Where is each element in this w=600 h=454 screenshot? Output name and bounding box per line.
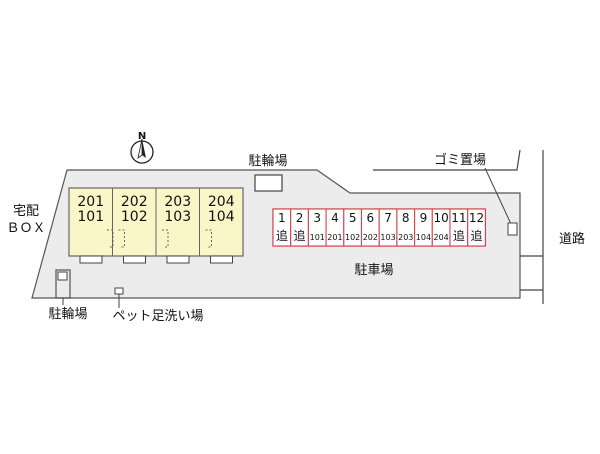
delivery-box-label-line2: ＢＯＸ (6, 221, 45, 236)
parking-space-number: 1 (278, 211, 286, 225)
unit-step (79, 255, 103, 264)
parking-space: 10 204 (431, 208, 451, 247)
parking-space: 9 104 (414, 208, 433, 247)
parking-space-assignment: 202 (363, 233, 378, 242)
unit-upper-number: 201 (77, 194, 104, 210)
delivery-box-label-line1: 宅配 (13, 204, 39, 219)
parking-space-number: 7 (384, 211, 392, 225)
road-label: 道路 (559, 231, 585, 247)
parking-space: 4 201 (325, 208, 345, 247)
boundary-line-top (373, 149, 521, 171)
parking-space: 2追 (290, 208, 309, 247)
parking-space-number: 8 (402, 211, 410, 225)
parking-space: 6 202 (360, 208, 380, 247)
pet-wash-label: ペット足洗い場 (112, 309, 203, 324)
parking-space-assignment: 追 (294, 228, 306, 243)
parking-space: 5 102 (343, 208, 363, 247)
parking-space: 8 203 (396, 208, 416, 247)
unit-lower-number: 104 (208, 209, 235, 225)
unit-step (123, 255, 146, 264)
parking-space: 12 追 (467, 208, 486, 247)
unit-entrance (107, 229, 114, 248)
unit-upper-number: 202 (121, 194, 148, 210)
unit-step (210, 255, 233, 264)
parking-space-number: 6 (367, 211, 375, 225)
parking-space-assignment: 104 (416, 233, 431, 242)
garbage-area-box (507, 222, 518, 236)
parking-label: 駐車場 (354, 263, 393, 278)
parking-space-box (467, 208, 486, 247)
parking-space-number: 3 (313, 211, 321, 225)
parking-space-number: 11 (451, 211, 466, 225)
parking-space-assignment: 102 (345, 233, 360, 242)
unit-entrance (118, 229, 125, 248)
bicycle-parking-top (254, 174, 283, 192)
unit-lower-number: 102 (121, 209, 148, 225)
pet-wash-marker (114, 287, 124, 295)
unit-upper-number: 204 (208, 194, 235, 210)
parking-space: 3 101 (307, 208, 327, 247)
garbage-area-label: ゴミ置場 (434, 152, 486, 168)
unit-upper-number: 203 (164, 194, 191, 210)
delivery-box-marker (57, 271, 68, 281)
parking-spaces: 1追2追31014201510262027103820391041020411追… (272, 208, 487, 247)
north-label: N (138, 131, 146, 142)
parking-space-number: 10 (434, 211, 449, 225)
parking-space-assignment: 追 (453, 228, 465, 243)
parking-space-assignment: 追 (276, 228, 288, 243)
parking-space-number: 4 (331, 211, 339, 225)
parking-space-assignment: 追 (471, 228, 483, 243)
garbage-area-leader (484, 167, 512, 225)
unit-lower-number: 101 (77, 209, 104, 225)
parking-space-assignment: 204 (434, 233, 449, 242)
parking-space-assignment: 203 (398, 233, 413, 242)
north-arrow-icon: N (130, 131, 154, 164)
parking-space-assignment: 101 (310, 233, 325, 242)
parking-space-number: 9 (420, 211, 428, 225)
parking-space-number: 2 (296, 211, 304, 225)
unit-step (166, 255, 190, 264)
unit-lower-number: 103 (164, 209, 191, 225)
unit-entrance (205, 229, 212, 248)
parking-space-assignment: 103 (380, 233, 395, 242)
unit-entrance (162, 229, 169, 248)
parking-space-number: 12 (469, 211, 484, 225)
parking-space-assignment: 201 (327, 233, 342, 242)
parking-space: 1追 (272, 208, 292, 247)
parking-space: 7 103 (378, 208, 398, 247)
parking-space: 11 追 (449, 208, 469, 247)
bicycle-parking-bottom-label: 駐輪場 (48, 306, 87, 322)
bicycle-parking-top-label: 駐輪場 (248, 153, 287, 169)
parking-space-number: 5 (349, 211, 357, 225)
